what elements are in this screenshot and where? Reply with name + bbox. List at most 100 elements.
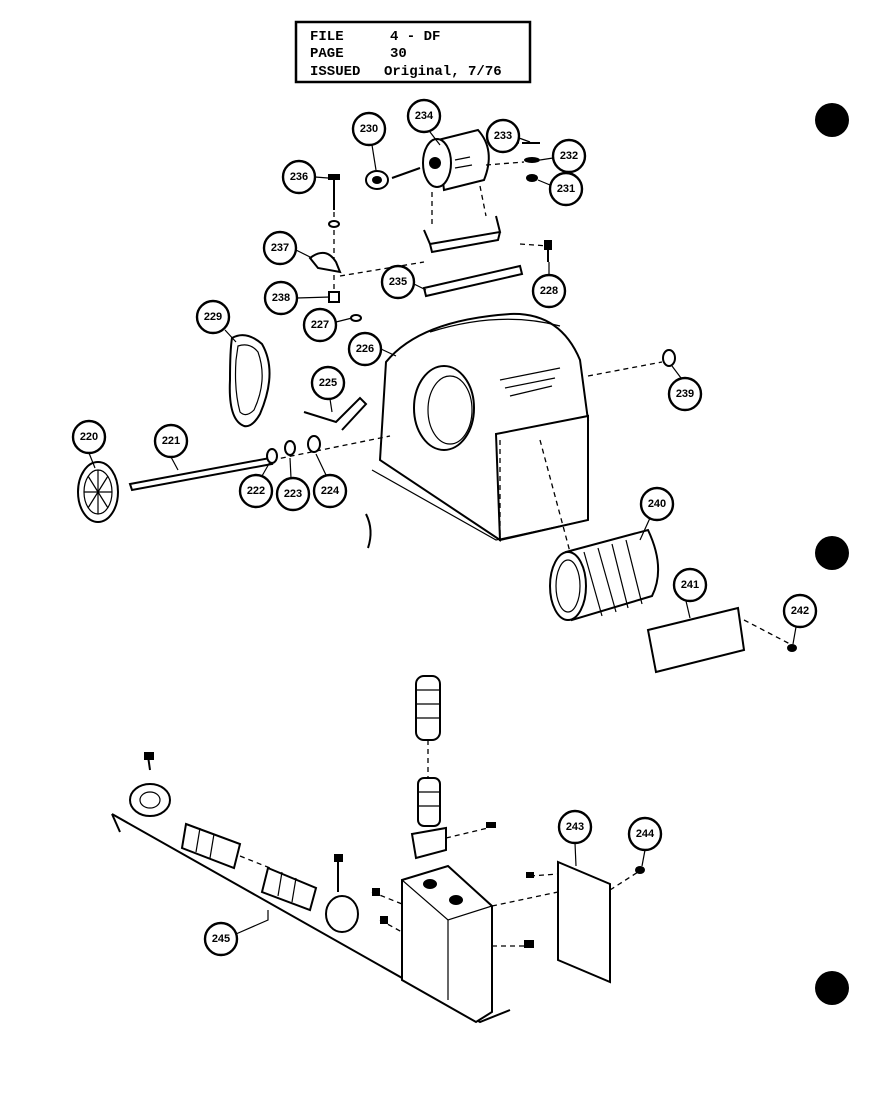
header-block: FILE 4 - DF PAGE 30 ISSUED Original, 7/7…	[294, 20, 532, 84]
callout-225: 225	[310, 365, 346, 413]
file-label: FILE	[310, 29, 344, 45]
callout-242: 242	[782, 593, 818, 645]
callout-leader-229	[224, 329, 237, 343]
callout-circle-228	[531, 273, 567, 309]
callout-number-236: 236	[290, 171, 308, 183]
spring-vertical	[410, 675, 496, 860]
screw-244	[635, 866, 645, 874]
callout-number-225: 225	[319, 377, 337, 389]
callout-circle-221	[153, 423, 189, 459]
callout-leader-237	[295, 249, 313, 259]
file-value: 4 - DF	[390, 29, 440, 45]
callout-circle-236	[281, 159, 317, 195]
callout-221: 221	[153, 423, 189, 471]
callout-leader-235	[413, 283, 427, 291]
callout-number-243: 243	[566, 821, 584, 833]
callout-circle-237	[262, 230, 298, 266]
washer-224	[307, 435, 321, 453]
callout-number-233: 233	[494, 130, 512, 142]
callout-234: 234	[406, 98, 442, 146]
callout-circle-242	[782, 593, 818, 629]
bracket-241	[646, 606, 746, 674]
page-label: PAGE	[310, 46, 344, 62]
callout-leader-224	[315, 453, 327, 476]
callout-circle-233	[485, 118, 521, 154]
bolt-236	[328, 174, 340, 303]
callout-230: 230	[351, 111, 387, 171]
washer-227	[350, 314, 362, 322]
bracket-arc	[365, 513, 372, 549]
motor-drawing	[391, 128, 490, 192]
binder-hole-middle	[815, 536, 849, 570]
callout-240: 240	[639, 486, 675, 541]
callout-circle-240	[639, 486, 675, 522]
callout-leader-238	[296, 296, 331, 299]
callout-number-221: 221	[162, 435, 180, 447]
callout-leader-233	[518, 137, 531, 143]
header-frame	[294, 20, 532, 84]
belt-229	[228, 334, 271, 428]
callout-leader-239	[671, 365, 682, 379]
callout-number-230: 230	[360, 123, 378, 135]
callout-number-244: 244	[636, 828, 655, 840]
callout-243: 243	[557, 809, 593, 867]
cover-plate-243	[557, 860, 611, 984]
callout-227: 227	[302, 307, 353, 343]
leader-244	[609, 871, 639, 891]
callout-leader-241	[685, 600, 691, 619]
callout-number-240: 240	[648, 498, 666, 510]
binder-hole-top	[815, 103, 849, 137]
leader-243	[529, 873, 559, 877]
callout-circle-238	[263, 280, 299, 316]
callout-number-232: 232	[560, 150, 578, 162]
callout-226: 226	[347, 331, 397, 367]
callout-220: 220	[71, 419, 107, 469]
callout-circle-232	[551, 138, 587, 174]
callout-224: 224	[312, 453, 348, 509]
callout-232: 232	[539, 138, 587, 174]
callout-233: 233	[485, 118, 531, 154]
callout-circle-234	[406, 98, 442, 134]
callout-circle-245	[203, 921, 239, 957]
callout-244: 244	[627, 816, 663, 867]
issued-label: ISSUED	[310, 64, 360, 80]
page-value: 30	[390, 46, 407, 62]
callout-leader-243	[574, 842, 577, 867]
callout-number-238: 238	[272, 292, 290, 304]
callout-237: 237	[262, 230, 313, 266]
callout-leader-221	[170, 456, 179, 471]
callout-circle-244	[627, 816, 663, 852]
motor-bracket	[423, 185, 502, 254]
callout-leader-220	[88, 452, 96, 469]
blower-housing-226	[371, 312, 590, 542]
callout-leader-222	[261, 461, 271, 477]
callout-leader-226	[380, 348, 397, 357]
callout-circle-231	[548, 171, 584, 207]
callout-238: 238	[263, 280, 331, 316]
callout-leader-234	[429, 131, 441, 146]
callout-circle-226	[347, 331, 383, 367]
clip-237	[308, 251, 342, 274]
callout-leader-232	[539, 157, 554, 161]
callout-number-223: 223	[284, 488, 302, 500]
callout-number-222: 222	[247, 485, 265, 497]
callout-239: 239	[667, 365, 703, 412]
issued-value: Original, 7/76	[384, 64, 502, 80]
callout-number-227: 227	[311, 319, 329, 331]
callout-leader-240	[639, 517, 651, 541]
callout-number-220: 220	[80, 431, 98, 443]
callout-222: 222	[238, 461, 274, 509]
callout-235: 235	[380, 264, 427, 300]
blower-wheel-240	[539, 439, 660, 622]
washer-223	[284, 440, 296, 456]
pulley-220	[77, 461, 119, 523]
valve-block	[371, 864, 534, 1024]
callout-circle-222	[238, 473, 274, 509]
callout-circle-224	[312, 473, 348, 509]
callout-circle-239	[667, 376, 703, 412]
callout-leader-231	[537, 179, 551, 186]
callout-number-245: 245	[212, 933, 230, 945]
bracket-225	[303, 396, 368, 431]
